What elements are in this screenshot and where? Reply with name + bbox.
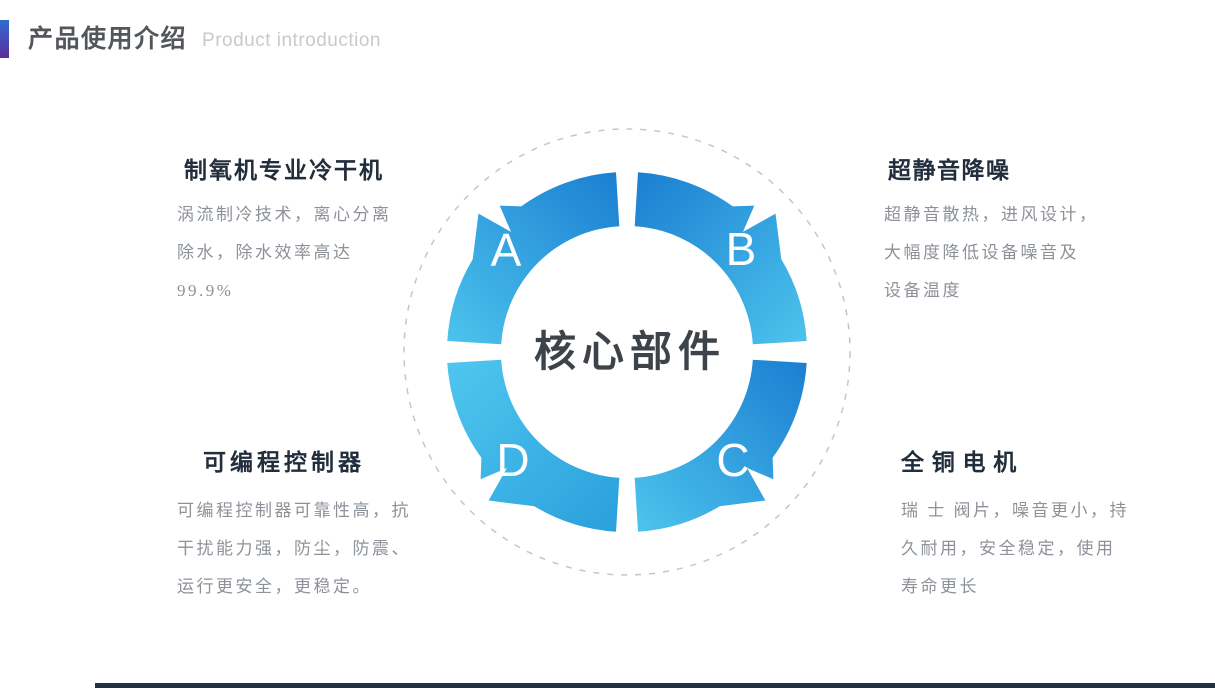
- dashed-outer-circle: [403, 128, 851, 576]
- segment-letter-d: D: [496, 434, 529, 486]
- slide-header: 产品使用介绍 Product introduction: [0, 20, 381, 58]
- feature-line: 寿命更长: [901, 577, 979, 596]
- segment-letter-c: C: [716, 434, 749, 486]
- feature-block-dryer: 制氧机专业冷干机 涡流制冷技术，离心分离 除水，除水效率高达 99.9%: [177, 154, 467, 310]
- ring-segment-d: [447, 359, 620, 532]
- page-title: 产品使用介绍: [28, 25, 188, 53]
- footer-bar: [95, 683, 1215, 688]
- feature-line: 运行更安全，更稳定。: [177, 577, 372, 596]
- feature-block-noise-reduction: 超静音降噪 超静音散热，进风设计， 大幅度降低设备噪音及 设备温度: [884, 154, 1174, 310]
- feature-line: 设备温度: [884, 281, 962, 300]
- feature-line: 涡流制冷技术，离心分离: [177, 205, 392, 224]
- feature-line: 干扰能力强，防尘，防震、: [177, 539, 411, 558]
- ring-segment-a: [447, 172, 620, 345]
- feature-line: 超静音散热，进风设计，: [884, 205, 1099, 224]
- diagram-center-label: 核心部件: [534, 329, 726, 376]
- ring-segment-b: [634, 172, 807, 345]
- feature-line: 除水，除水效率高达: [177, 243, 353, 262]
- feature-title: 可编程控制器: [203, 450, 365, 475]
- feature-line: 久耐用，安全稳定，使用: [901, 539, 1116, 558]
- feature-line: 大幅度降低设备噪音及: [884, 243, 1079, 262]
- page-subtitle: Product introduction: [202, 30, 382, 51]
- core-components-diagram: A B C D 核心部件: [403, 128, 851, 576]
- feature-block-copper-motor: 全 铜 电 机 瑞 士 阀片，噪音更小，持 久耐用，安全稳定，使用 寿命更长: [901, 446, 1191, 606]
- feature-block-plc-controller: 可编程控制器 可编程控制器可靠性高，抗 干扰能力强，防尘，防震、 运行更安全，更…: [177, 446, 467, 606]
- feature-line: 可编程控制器可靠性高，抗: [177, 501, 411, 520]
- feature-title: 全 铜 电 机: [901, 450, 1018, 475]
- header-accent-bar: [0, 20, 9, 58]
- segment-letter-a: A: [491, 224, 522, 276]
- segment-letter-b: B: [726, 223, 757, 275]
- feature-title: 制氧机专业冷干机: [184, 158, 384, 183]
- feature-line: 99.9%: [177, 281, 234, 300]
- feature-title: 超静音降噪: [888, 158, 1011, 183]
- feature-line: 瑞 士 阀片，噪音更小，持: [901, 501, 1129, 520]
